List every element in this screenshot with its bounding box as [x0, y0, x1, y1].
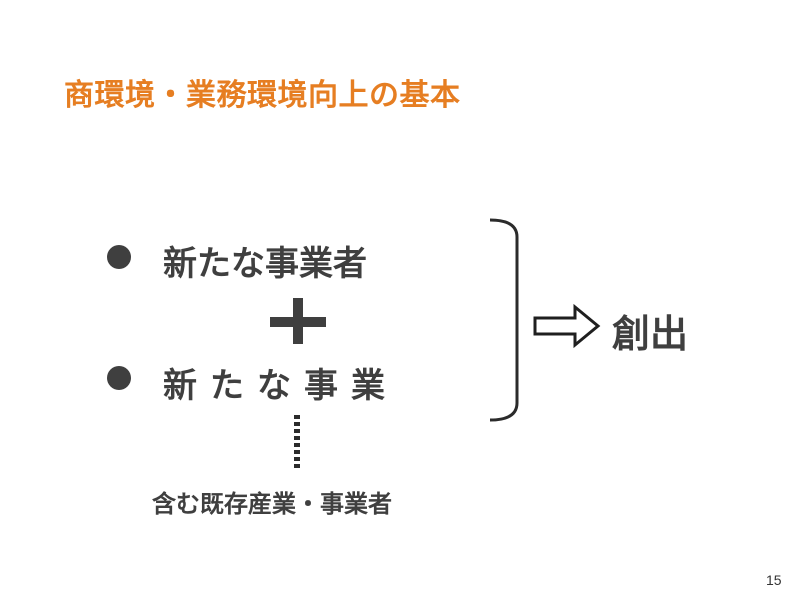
page-number: 15 [766, 572, 782, 588]
sub-note: 含む既存産業・事業者 [152, 490, 392, 518]
plus-icon [270, 298, 326, 344]
right-arrow-icon [533, 303, 601, 349]
result-creation: 創出 [612, 312, 689, 356]
item-new-business: 新たな事業 [163, 366, 398, 406]
bracket-icon [489, 218, 519, 422]
item-new-operators: 新たな事業者 [163, 244, 367, 284]
bullet-icon [107, 366, 131, 390]
dotted-connector [294, 415, 300, 471]
slide-title: 商環境・業務環境向上の基本 [64, 78, 461, 113]
bullet-icon [107, 245, 131, 269]
